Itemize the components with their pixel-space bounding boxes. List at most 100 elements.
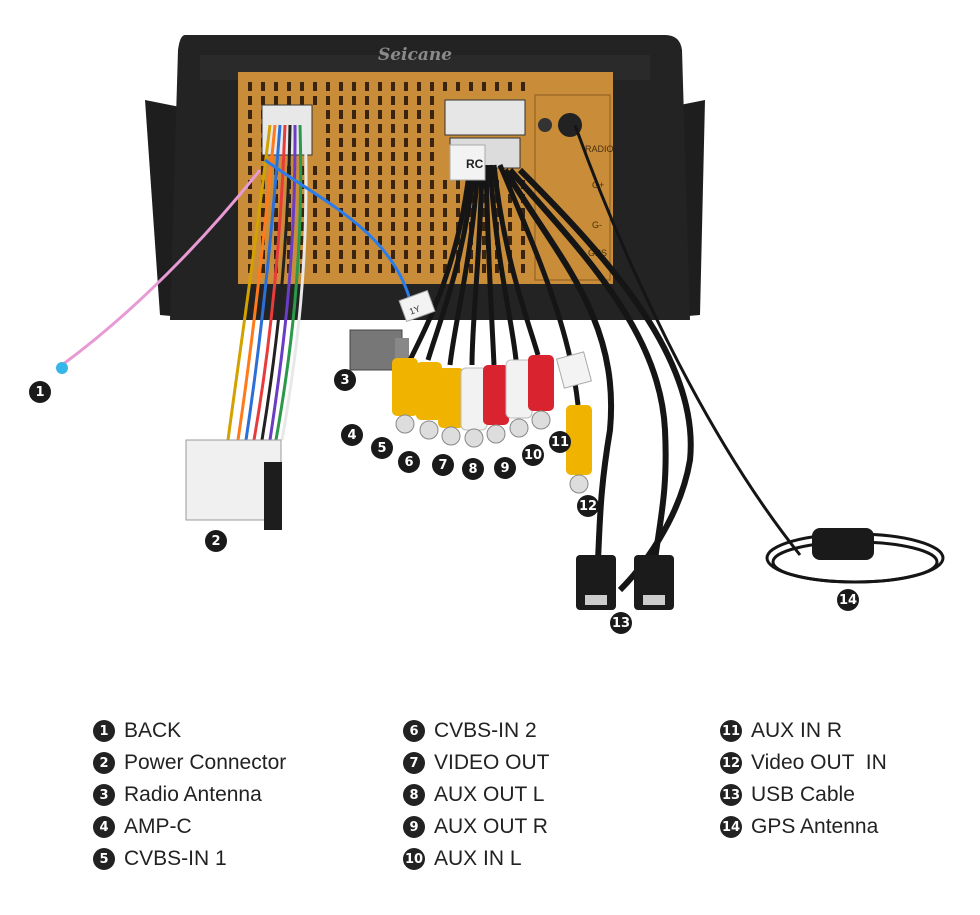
legend-number-badge: 12	[720, 752, 742, 774]
vent-slot	[391, 166, 395, 175]
legend-label: Radio Antenna	[124, 783, 262, 806]
vent-slot	[248, 110, 252, 119]
vent-slot	[482, 194, 486, 203]
vent-slot	[352, 194, 356, 203]
gps-antenna-module	[812, 528, 874, 560]
wire-tag-1y: 1Y	[398, 289, 436, 323]
vent-slot	[248, 124, 252, 133]
vent-slot	[352, 180, 356, 189]
vent-slot	[365, 236, 369, 245]
vent-slot	[404, 222, 408, 231]
vent-slot	[326, 180, 330, 189]
vent-slot	[339, 138, 343, 147]
vent-slot	[248, 166, 252, 175]
vent-slot	[521, 208, 525, 217]
callout-13: 13	[610, 612, 632, 634]
vent-slot	[365, 194, 369, 203]
vent-slot	[326, 152, 330, 161]
vent-slot	[417, 166, 421, 175]
vent-slot	[430, 208, 434, 217]
callout-7: 7	[432, 454, 454, 476]
legend-item: 12 Video OUT IN	[720, 747, 887, 779]
legend-number-badge: 11	[720, 720, 742, 742]
legend-number-badge: 3	[93, 784, 115, 806]
vent-slot	[378, 138, 382, 147]
rca-plug-8	[460, 367, 488, 448]
vent-slot	[261, 152, 265, 161]
legend-label: Power Connector	[124, 751, 287, 774]
legend-label: CVBS-IN 1	[124, 847, 227, 870]
vent-slot	[417, 82, 421, 91]
vent-slot	[443, 236, 447, 245]
vent-slot	[404, 180, 408, 189]
vent-slot	[365, 124, 369, 133]
callout-3: 3	[334, 369, 356, 391]
vent-slot	[326, 82, 330, 91]
vent-slot	[508, 208, 512, 217]
vent-slot	[287, 236, 291, 245]
vent-slot	[352, 152, 356, 161]
vent-slot	[443, 264, 447, 273]
vent-slot	[365, 264, 369, 273]
vent-slot	[404, 208, 408, 217]
usb-plug-right	[634, 555, 674, 610]
vent-slot	[391, 110, 395, 119]
vent-slot	[430, 236, 434, 245]
vent-slot	[417, 250, 421, 259]
vent-slot	[508, 82, 512, 91]
vent-slot	[391, 124, 395, 133]
callout-5: 5	[371, 437, 393, 459]
vent-slot	[391, 236, 395, 245]
vent-slot	[313, 82, 317, 91]
vent-slot	[417, 222, 421, 231]
vent-slot	[248, 194, 252, 203]
vent-slot	[274, 236, 278, 245]
vent-slot	[391, 250, 395, 259]
vent-slot	[430, 110, 434, 119]
vent-slot	[352, 250, 356, 259]
usb-plug-left	[576, 555, 616, 610]
vent-slot	[417, 180, 421, 189]
vent-slot	[456, 82, 460, 91]
vent-slot	[313, 194, 317, 203]
power-connector	[185, 439, 282, 530]
vent-slot	[391, 82, 395, 91]
rca-plug-7	[438, 368, 464, 446]
vent-slot	[521, 236, 525, 245]
vent-slot	[417, 96, 421, 105]
rca-plug-12	[566, 405, 592, 494]
vent-slot	[352, 82, 356, 91]
vent-slot	[248, 82, 252, 91]
vent-slot	[339, 110, 343, 119]
vent-slot	[365, 180, 369, 189]
legend-label: Video OUT IN	[751, 751, 887, 774]
rca-plug-6	[416, 362, 442, 440]
vent-slot	[339, 152, 343, 161]
legend-label: AMP-C	[124, 815, 192, 838]
vent-slot	[391, 138, 395, 147]
brand-logo: Seicane	[378, 45, 452, 65]
vent-slot	[417, 236, 421, 245]
vent-slot	[443, 194, 447, 203]
vent-slot	[378, 110, 382, 119]
vent-slot	[417, 152, 421, 161]
callout-4: 4	[341, 424, 363, 446]
vent-slot	[378, 236, 382, 245]
vent-slot	[326, 264, 330, 273]
vent-slot	[274, 82, 278, 91]
vent-slot	[326, 194, 330, 203]
vent-slot	[313, 208, 317, 217]
vent-slot	[417, 264, 421, 273]
vent-slot	[430, 194, 434, 203]
legend-number-badge: 7	[403, 752, 425, 774]
vent-slot	[391, 152, 395, 161]
vent-slot	[352, 138, 356, 147]
callout-11: 11	[549, 431, 571, 453]
vent-slot	[313, 264, 317, 273]
vent-slot	[430, 82, 434, 91]
usb-cables	[502, 167, 694, 593]
vent-slot	[404, 110, 408, 119]
vent-slot	[352, 96, 356, 105]
